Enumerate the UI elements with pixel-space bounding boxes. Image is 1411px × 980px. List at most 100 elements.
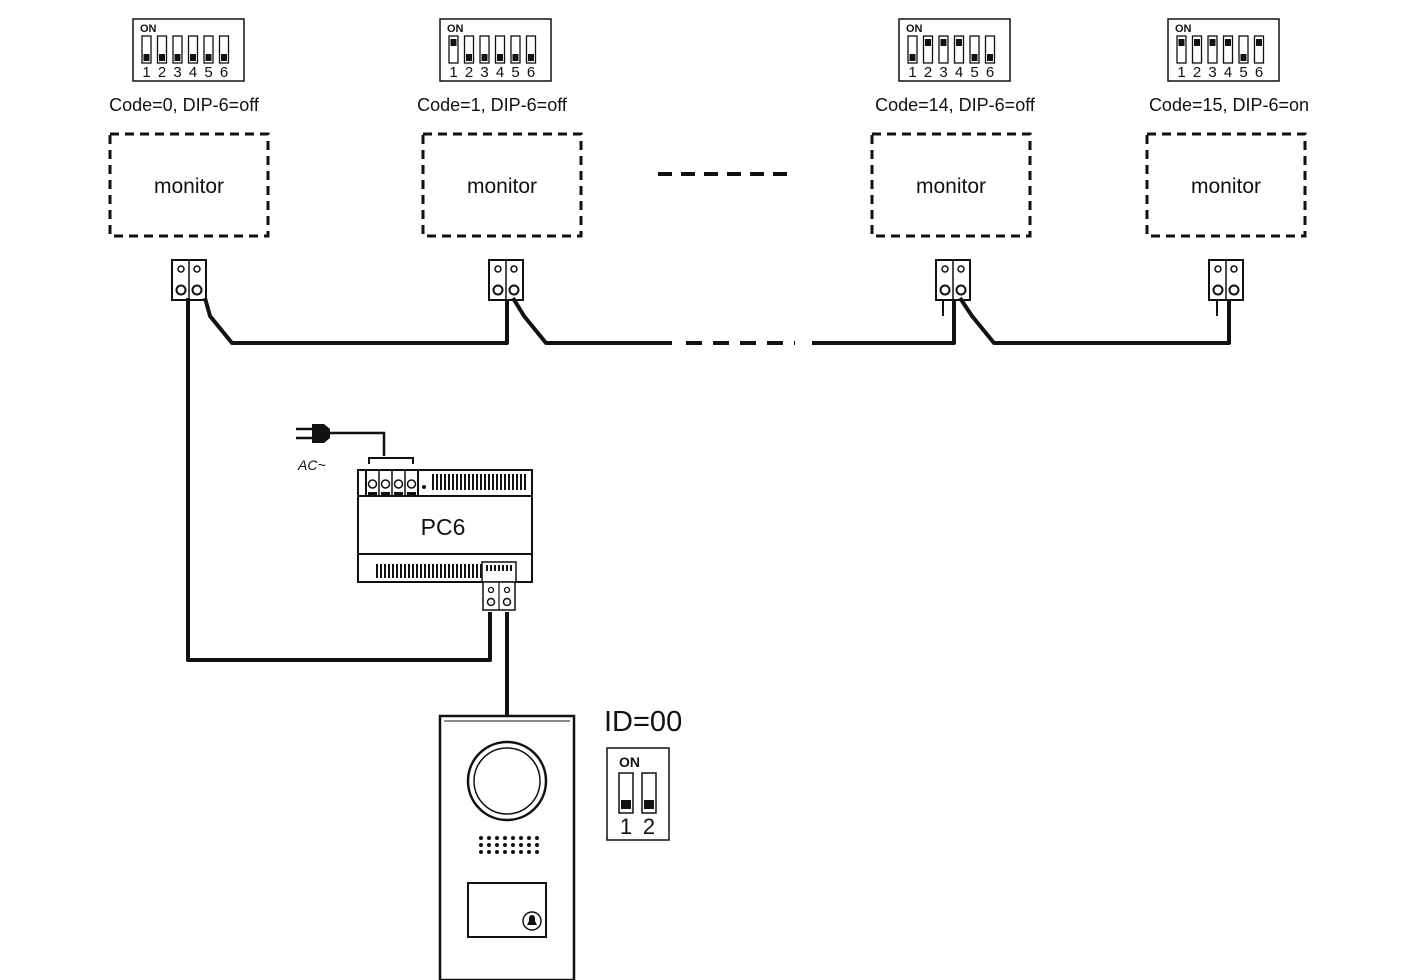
dip-slot-5 <box>203 35 214 64</box>
dip-number-1: 1 <box>142 64 150 81</box>
speaker-grille-icon <box>479 836 539 854</box>
dip-number-5: 5 <box>1239 64 1247 81</box>
dip-number-5: 5 <box>970 64 978 81</box>
door-id-label: ID=00 <box>604 706 682 738</box>
grille-dot <box>503 843 507 847</box>
dip-on-label: ON <box>906 23 923 35</box>
dip-on-label: ON <box>1175 23 1192 35</box>
terminal-block-4 <box>1208 259 1244 301</box>
dip-slot-2 <box>156 35 168 64</box>
grille-dot <box>527 843 531 847</box>
dip-lever-5 <box>1240 54 1247 61</box>
dip-lever-5 <box>205 54 212 61</box>
grille-dot <box>479 836 483 840</box>
dip-number-3: 3 <box>173 64 181 81</box>
wire-monitor1-to-pc6 <box>186 298 492 662</box>
dip-slot-6 <box>218 35 230 64</box>
door-station-body <box>438 714 576 980</box>
power-supply-pc6: AC~ PC6 <box>296 424 533 611</box>
pc6-top-vents <box>430 474 528 490</box>
dip-slot-4 <box>494 35 506 64</box>
grille-dot <box>503 836 507 840</box>
dip-slot-2 <box>922 35 934 64</box>
dip-lever-6 <box>987 54 993 61</box>
dip-lever-3 <box>1209 39 1216 46</box>
dip-number-2: 2 <box>924 64 932 81</box>
dip-number-1: 1 <box>1177 64 1185 81</box>
pc6-label: PC6 <box>421 514 466 540</box>
dip-slot-5 <box>1238 35 1249 64</box>
wire-monitor2-to-gap <box>511 296 672 345</box>
ac-input-terminals <box>365 469 419 497</box>
dip-number-5: 5 <box>511 64 519 81</box>
dip-number-2: 2 <box>1193 64 1201 81</box>
dip-lever-2 <box>159 54 165 61</box>
grille-dot <box>495 843 499 847</box>
dip-slot-6 <box>984 35 996 64</box>
grille-dot <box>487 843 491 847</box>
dip-slot-3 <box>479 35 490 64</box>
dip-lever-1 <box>909 54 916 61</box>
dip-lever-1 <box>450 39 457 46</box>
code-label-4: Code=15, DIP-6=on <box>1149 95 1309 115</box>
dip-on-label: ON <box>140 23 157 35</box>
wire-monitor1-to-monitor2 <box>203 297 509 345</box>
dip-slot-2 <box>1191 35 1203 64</box>
bell-icon <box>522 911 542 931</box>
monitor-label-3: monitor <box>916 175 986 198</box>
dip-number-3: 3 <box>480 64 488 81</box>
dip-lever-5 <box>971 54 978 61</box>
grille-dot <box>479 843 483 847</box>
monitor-label-4: monitor <box>1191 175 1261 198</box>
pc6-output-terminals <box>481 561 517 611</box>
bus-wiring <box>186 296 1231 716</box>
grille-dot <box>511 843 515 847</box>
dip-slot-3 <box>938 35 949 64</box>
dip-lever-3 <box>481 54 488 61</box>
door-station <box>438 714 576 980</box>
dip-slot-1 <box>1176 35 1187 64</box>
door-dip-number-1: 1 <box>620 814 632 839</box>
dip-slot-6 <box>1253 35 1265 64</box>
dip-lever-4 <box>190 54 196 61</box>
grille-dot <box>535 843 539 847</box>
grille-dot <box>487 836 491 840</box>
monitor-box-3 <box>870 132 1032 238</box>
monitor-box-4 <box>1145 132 1307 238</box>
dip-lever-2 <box>925 39 931 46</box>
dip-slot-1 <box>448 35 459 64</box>
dip-number-4: 4 <box>955 64 963 81</box>
pc6-bottom-vents <box>374 564 482 578</box>
dip-lever-6 <box>1256 39 1262 46</box>
dip-slot-3 <box>1207 35 1218 64</box>
grille-dot <box>503 850 507 854</box>
dip-number-2: 2 <box>158 64 166 81</box>
monitor-box-2 <box>421 132 583 238</box>
dip-lever-4 <box>497 54 503 61</box>
monitor-box-1 <box>108 132 270 238</box>
dip-slot-3 <box>172 35 183 64</box>
dip-slot-4 <box>953 35 965 64</box>
grille-dot <box>535 850 539 854</box>
dip-slot-4 <box>1222 35 1234 64</box>
dip-number-1: 1 <box>449 64 457 81</box>
monitor-label-2: monitor <box>467 175 537 198</box>
dip-on-label: ON <box>447 23 464 35</box>
dip-lever-3 <box>174 54 181 61</box>
terminal-block-3 <box>935 259 971 301</box>
grille-dot <box>519 850 523 854</box>
dip-slot-1 <box>907 35 918 64</box>
grille-dot <box>511 836 515 840</box>
dip-number-6: 6 <box>527 64 535 81</box>
dip-number-6: 6 <box>220 64 228 81</box>
dip-number-1: 1 <box>908 64 916 81</box>
grille-dot <box>495 850 499 854</box>
grille-dot <box>519 843 523 847</box>
door-dip-lever-2 <box>644 800 654 809</box>
